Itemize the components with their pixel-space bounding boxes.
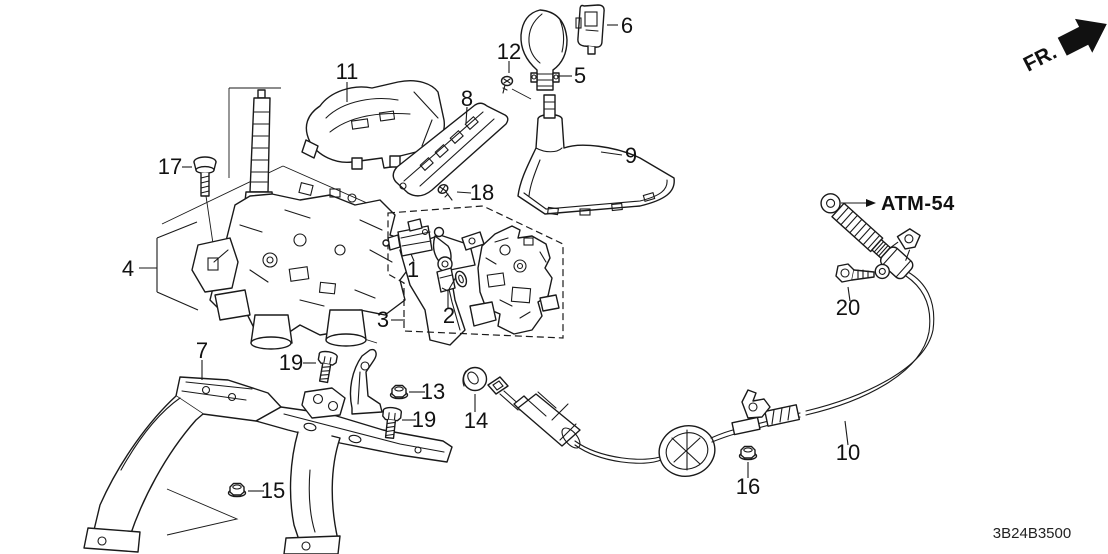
callout-8: 8	[461, 86, 473, 111]
callout-17: 17	[158, 154, 182, 179]
callout-1: 1	[407, 257, 419, 282]
part-9-boot-drawing	[517, 113, 675, 216]
cable-adjuster-end-drawing	[820, 193, 921, 280]
callout-10: 10	[836, 440, 860, 465]
diagram-code: 3B24B3500	[993, 525, 1071, 542]
callout-5: 5	[574, 63, 586, 88]
callout-11: 11	[336, 59, 359, 84]
callout-19b: 19	[412, 407, 436, 432]
callout-15: 15	[261, 478, 285, 503]
part-20-bolt-drawing	[835, 263, 875, 283]
part-19a-bolt-drawing	[314, 349, 339, 385]
callout-7: 7	[196, 338, 208, 363]
fr-direction-indicator: FR.	[1020, 18, 1107, 77]
callout-14: 14	[464, 408, 488, 433]
callout-13: 13	[421, 379, 445, 404]
fr-label: FR.	[1020, 41, 1061, 77]
callout-4: 4	[122, 256, 134, 281]
callout-19a: 19	[279, 350, 303, 375]
part-7-bracket-drawing	[83, 348, 453, 554]
part-4-shift-lever-assembly-drawing	[191, 89, 476, 350]
part-17-bolt-drawing	[193, 156, 217, 197]
leader-lines	[139, 24, 876, 492]
callout-6: 6	[621, 13, 633, 38]
callout-2: 2	[443, 303, 455, 328]
callout-16: 16	[736, 474, 760, 499]
part-16-nut-drawing	[738, 445, 758, 461]
callout-labels: 1 2 3 4 5 6 7 8 9 10 11 12 13 14 15 16 1…	[122, 13, 860, 503]
part-5-shift-knob-drawing	[520, 9, 568, 119]
part-18-screw-drawing	[437, 184, 453, 201]
part-2-linkage-drawing	[432, 226, 468, 293]
callout-12: 12	[497, 39, 521, 64]
atm-ref-arrowhead	[866, 199, 876, 207]
fr-arrow-icon	[1057, 18, 1107, 56]
callout-9: 9	[625, 143, 637, 168]
callout-18: 18	[470, 180, 494, 205]
part-1-solenoid-drawing	[382, 218, 433, 257]
part-13-nut-drawing	[389, 384, 409, 400]
part-12-screw-drawing	[500, 75, 514, 94]
part-6-knob-button-drawing	[575, 4, 605, 55]
atm-ref-label: ATM-54	[881, 193, 955, 215]
part-15-nut-drawing	[227, 482, 247, 498]
shift-lock-mechanism-drawing	[461, 225, 560, 335]
callout-20: 20	[836, 295, 860, 320]
part-8-slider-cover-drawing	[392, 102, 509, 197]
part-10-control-cable-drawing	[487, 271, 935, 477]
callout-3: 3	[377, 307, 389, 332]
part-3-bracket-set-box	[382, 205, 564, 339]
part-14-washer-drawing	[462, 366, 488, 392]
